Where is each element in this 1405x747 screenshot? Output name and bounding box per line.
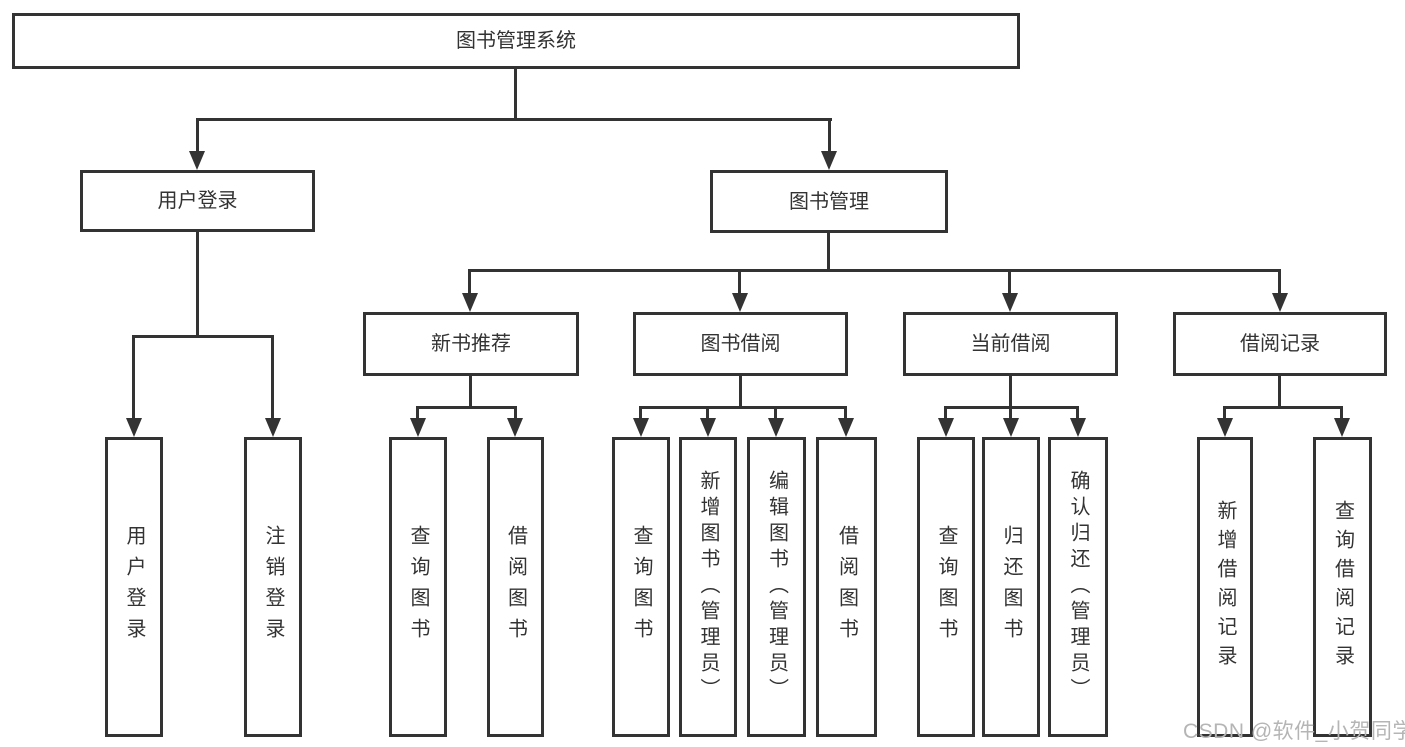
connector-line [1340, 406, 1343, 420]
connector-line [827, 233, 830, 271]
arrowhead-down [126, 418, 142, 437]
leaf-nb-query-books: 查询图书 [389, 437, 447, 737]
connector-line [946, 406, 1079, 409]
arrowhead-down [732, 293, 748, 312]
connector-line [134, 335, 274, 338]
node-library-system: 图书管理系统 [12, 13, 1020, 69]
connector-line [639, 406, 642, 420]
connector-line [469, 269, 1281, 272]
arrowhead-down [189, 151, 205, 170]
leaf-br-query-record: 查询借阅记录 [1313, 437, 1372, 737]
connector-line [514, 406, 517, 420]
node-borrow-records: 借阅记录 [1173, 312, 1387, 376]
connector-line [468, 269, 471, 295]
arrowhead-down [633, 418, 649, 437]
arrowhead-down [1217, 418, 1233, 437]
connector-line [738, 269, 741, 295]
node-book-management: 图书管理 [710, 170, 948, 233]
leaf-bb-borrow-books: 借阅图书 [816, 437, 877, 737]
connector-line [1225, 406, 1343, 409]
arrowhead-down [1003, 418, 1019, 437]
node-new-book-recommend: 新书推荐 [363, 312, 579, 376]
connector-line [1278, 376, 1281, 408]
leaf-bb-add-books-admin: 新增图书（管理员） [679, 437, 737, 737]
leaf-bb-query-books: 查询图书 [612, 437, 670, 737]
arrowhead-down [938, 418, 954, 437]
arrowhead-down [410, 418, 426, 437]
arrowhead-down [700, 418, 716, 437]
node-current-borrowing: 当前借阅 [903, 312, 1118, 376]
leaf-br-add-record: 新增借阅记录 [1197, 437, 1253, 737]
node-user-login: 用户登录 [80, 170, 315, 232]
connector-line [1008, 269, 1011, 295]
connector-line [641, 406, 847, 409]
connector-line [416, 406, 419, 420]
connector-line [1076, 406, 1079, 420]
arrowhead-down [1070, 418, 1086, 437]
arrowhead-down [821, 151, 837, 170]
leaf-cb-return-books: 归还图书 [982, 437, 1040, 737]
connector-line [271, 335, 274, 420]
leaf-nb-borrow-books: 借阅图书 [487, 437, 544, 737]
connector-line [944, 406, 947, 420]
connector-line [418, 406, 517, 409]
connector-line [514, 69, 517, 119]
connector-line [739, 376, 742, 408]
connector-line [196, 232, 199, 337]
connector-line [828, 118, 831, 152]
connector-line [196, 118, 832, 121]
arrowhead-down [507, 418, 523, 437]
leaf-user-login: 用户登录 [105, 437, 163, 737]
connector-line [196, 118, 199, 152]
leaf-cb-query-books: 查询图书 [917, 437, 975, 737]
arrowhead-down [462, 293, 478, 312]
arrowhead-down [768, 418, 784, 437]
connector-line [1009, 376, 1012, 408]
connector-line [1278, 269, 1281, 295]
leaf-cb-confirm-return-admin: 确认归还（管理员） [1048, 437, 1108, 737]
connector-line [1223, 406, 1226, 420]
arrowhead-down [1272, 293, 1288, 312]
connector-line [132, 335, 135, 420]
leaf-bb-edit-books-admin: 编辑图书（管理员） [747, 437, 806, 737]
leaf-logout: 注销登录 [244, 437, 302, 737]
arrowhead-down [1334, 418, 1350, 437]
watermark: CSDN @软件_小贺同学 [1183, 720, 1405, 743]
connector-line [469, 376, 472, 408]
node-book-borrowing: 图书借阅 [633, 312, 848, 376]
connector-line [774, 406, 777, 420]
connector-line [1009, 406, 1012, 420]
connector-line [706, 406, 709, 420]
arrowhead-down [265, 418, 281, 437]
connector-line [844, 406, 847, 420]
arrowhead-down [838, 418, 854, 437]
arrowhead-down [1002, 293, 1018, 312]
